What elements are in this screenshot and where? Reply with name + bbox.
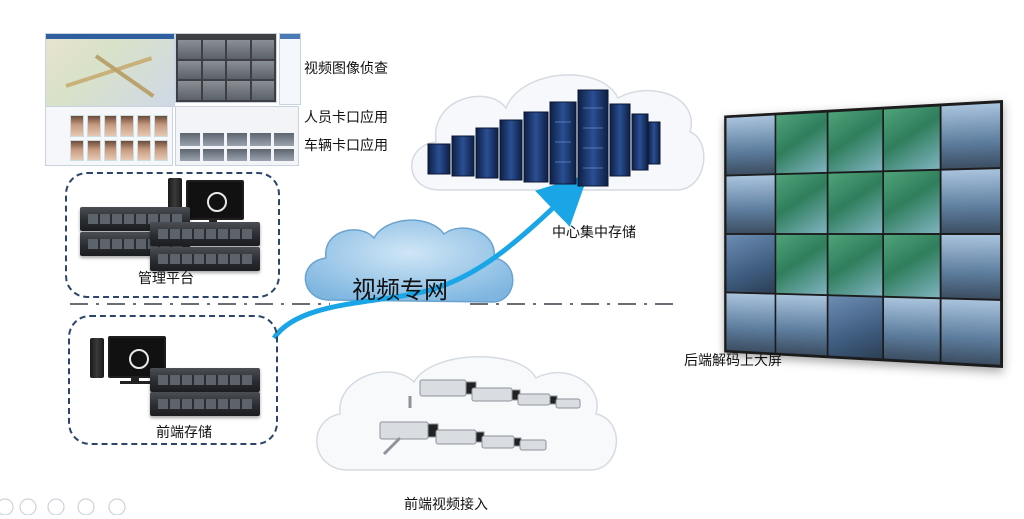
person-checkpoint-label: 人员卡口应用 (304, 110, 388, 126)
management-platform-group (65, 172, 280, 298)
management-monitor (186, 180, 244, 220)
frontend-server-2 (150, 392, 260, 416)
frontend-storage-group (68, 315, 278, 445)
video-wall-display (724, 100, 1003, 368)
video-network-cloud (304, 219, 514, 303)
backend-display-label: 后端解码上大屏 (684, 353, 782, 369)
frontend-server-1 (150, 368, 260, 392)
management-server-3 (150, 222, 260, 246)
vehicle-checkpoint-screenshot (175, 106, 299, 166)
viewer-toolbar (0, 497, 140, 516)
upload-arrow (271, 174, 589, 340)
frontend-monitor-base (120, 381, 150, 384)
camera-array (379, 379, 581, 456)
frontend-pc-tower (90, 338, 104, 378)
gis-map-screenshot (45, 33, 175, 107)
central-storage-label: 中心集中存储 (552, 225, 636, 241)
management-server-4 (150, 247, 260, 271)
video-wall-screenshot (175, 33, 277, 103)
vehicle-checkpoint-label: 车辆卡口应用 (304, 138, 388, 154)
frontend-video-access-label: 前端视频接入 (404, 497, 488, 513)
video-investigation-label: 视频图像侦查 (304, 61, 388, 77)
frontend-monitor-stand (131, 376, 139, 382)
monitor-stand (209, 218, 217, 224)
video-network-label: 视频专网 (352, 276, 448, 304)
frontend-storage-label: 前端存储 (156, 425, 212, 441)
face-checkpoint-screenshot (45, 106, 173, 166)
side-panel-screenshot (279, 33, 301, 105)
central-storage-racks (427, 89, 661, 187)
management-platform-label: 管理平台 (138, 271, 194, 287)
